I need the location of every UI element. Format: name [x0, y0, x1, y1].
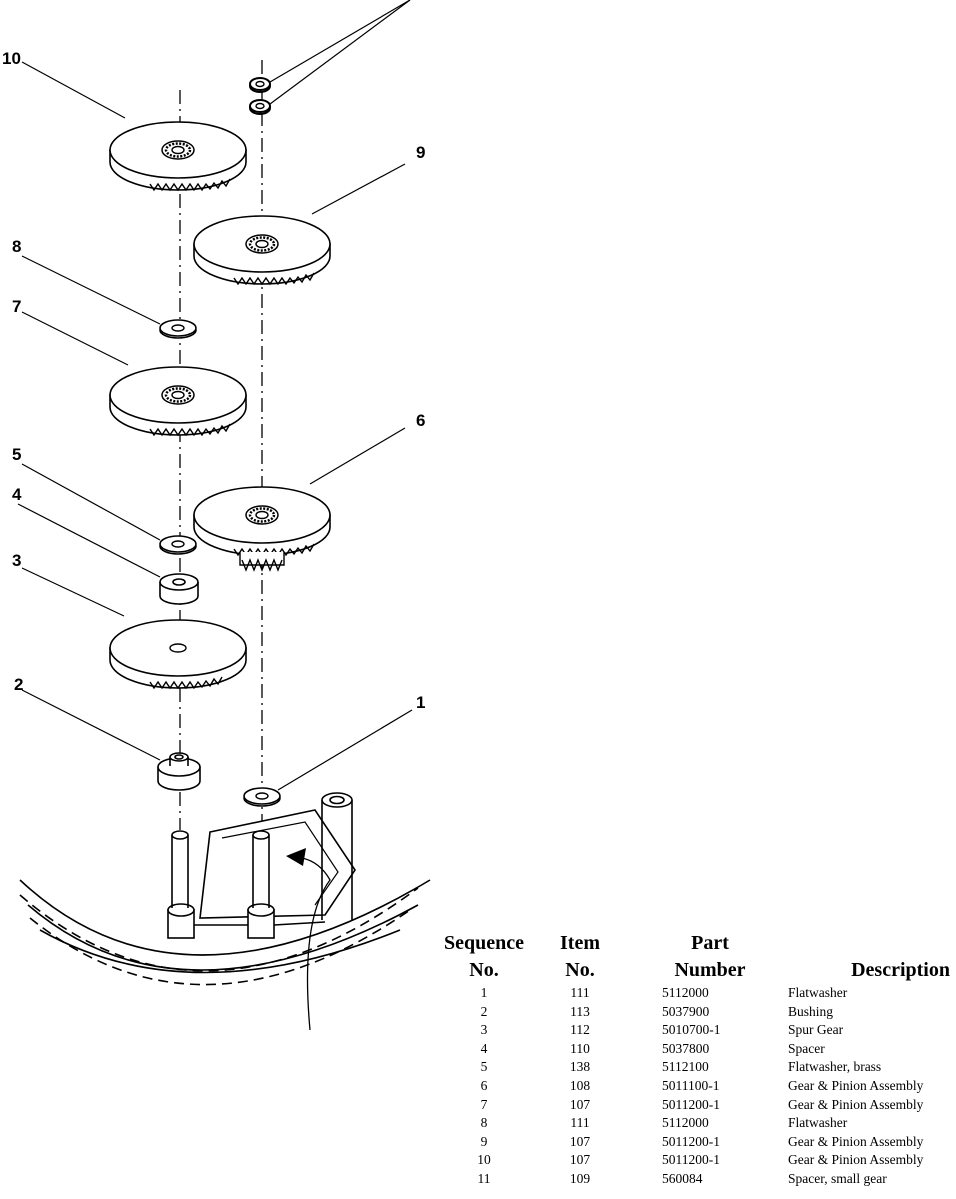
table-row: 6 108 5011100-1 Gear & Pinion Assembly: [444, 1077, 954, 1096]
cell-description: Gear & Pinion Assembly: [788, 1096, 924, 1112]
gear-9: [192, 214, 332, 286]
cell-sequence: 9: [480, 1133, 488, 1149]
cell-part-number: 5010700-1: [662, 1022, 721, 1038]
callout-3: 3: [12, 551, 21, 570]
cell-part-number: 560084: [662, 1170, 703, 1186]
cell-sequence: 10: [477, 1152, 491, 1168]
header-part-number: Number: [674, 959, 746, 981]
cell-description: Flatwasher: [788, 1115, 848, 1131]
cell-sequence: 7: [480, 1096, 488, 1112]
callout-9: 9: [416, 143, 425, 162]
cell-item: 112: [570, 1022, 590, 1038]
cell-sequence: 2: [480, 1003, 488, 1019]
cell-part-number: 5037900: [662, 1003, 710, 1019]
table-row: 3 112 5010700-1 Spur Gear: [444, 1021, 954, 1040]
spacer-11-upper: [249, 77, 271, 93]
cell-sequence: 6: [480, 1077, 488, 1093]
cell-description: Flatwasher: [788, 985, 848, 1000]
cell-sequence: 5: [480, 1059, 488, 1075]
axis-lines: [179, 60, 263, 830]
callout-6: 6: [416, 411, 425, 430]
pinion-6: [239, 552, 285, 572]
spacer-4: [159, 573, 199, 605]
callout-7: 7: [12, 297, 21, 316]
callout-2: 2: [14, 675, 23, 694]
cell-description: Spacer: [788, 1040, 825, 1056]
cell-part-number: 5011200-1: [662, 1152, 720, 1168]
header-description: Description: [851, 959, 950, 981]
table-row: 4 110 5037800 Spacer: [444, 1040, 954, 1059]
callout-4: 4: [12, 485, 22, 504]
spacer-11-lower: [249, 99, 271, 115]
cell-sequence: 1: [480, 985, 488, 1000]
cell-item: 138: [569, 1059, 591, 1075]
flatwasher-5: [159, 535, 197, 555]
cell-item: 109: [569, 1170, 591, 1186]
cell-sequence: 11: [477, 1170, 491, 1186]
header-part: Part: [691, 932, 729, 954]
table-header-row-2: No. No. Number Description: [444, 957, 954, 984]
cell-description: Gear & Pinion Assembly: [788, 1077, 924, 1093]
base-housing: [19, 792, 431, 986]
flatwasher-8: [159, 319, 197, 339]
cell-item: 111: [570, 1115, 590, 1131]
cell-description: Gear & Pinion Assembly: [788, 1152, 924, 1168]
cell-part-number: 5011200-1: [662, 1096, 720, 1112]
cell-part-number: 5112000: [662, 985, 709, 1000]
table-row: 2 113 5037900 Bushing: [444, 1003, 954, 1022]
cell-description: Flatwasher, brass: [788, 1059, 882, 1075]
cell-part-number: 5011100-1: [662, 1077, 720, 1093]
table-row: 8 111 5112000 Flatwasher: [444, 1114, 954, 1133]
cell-item: 107: [569, 1096, 591, 1112]
gear-6: [192, 485, 332, 557]
cell-item: 110: [570, 1040, 590, 1056]
cell-description: Gear & Pinion Assembly: [788, 1133, 924, 1149]
cell-sequence: 4: [480, 1040, 488, 1056]
insertion-arrow: [286, 848, 331, 1031]
header-item-no: No.: [565, 959, 595, 981]
cell-description: Spacer, small gear: [788, 1170, 887, 1186]
cell-part-number: 5112000: [662, 1115, 709, 1131]
table-row: 7 107 5011200-1 Gear & Pinion Assembly: [444, 1096, 954, 1115]
cell-item: 107: [569, 1133, 591, 1149]
cell-item: 107: [569, 1152, 591, 1168]
header-sequence-no: No.: [469, 959, 499, 981]
table-row: 11 109 560084 Spacer, small gear: [444, 1170, 954, 1189]
cell-description: Spur Gear: [788, 1022, 844, 1038]
callout-8: 8: [12, 237, 21, 256]
table-row: 5 138 5112100 Flatwasher, brass: [444, 1058, 954, 1077]
cell-item: 113: [570, 1003, 590, 1019]
spur-gear-3: [109, 619, 247, 690]
header-item: Item: [560, 932, 600, 954]
parts-table: Sequence Item Part No. No. Number Descri…: [444, 930, 954, 1189]
cell-description: Bushing: [788, 1003, 834, 1019]
header-sequence: Sequence: [444, 932, 524, 954]
gear-10: [108, 120, 248, 192]
flatwasher-1: [243, 787, 281, 807]
bushing-2: [157, 752, 201, 791]
cell-item: 108: [569, 1077, 591, 1093]
cell-sequence: 8: [480, 1115, 488, 1131]
header-description-top: [784, 930, 954, 957]
cell-part-number: 5112100: [662, 1059, 709, 1075]
cell-part-number: 5011200-1: [662, 1133, 720, 1149]
callout-1: 1: [416, 693, 425, 712]
table-row: 10 107 5011200-1 Gear & Pinion Assembly: [444, 1151, 954, 1170]
cell-item: 111: [570, 985, 590, 1000]
cell-sequence: 3: [480, 1022, 488, 1038]
leader-lines: [17, 0, 413, 791]
callout-10: 10: [2, 49, 21, 68]
table-header-row-1: Sequence Item Part: [444, 930, 954, 957]
cell-part-number: 5037800: [662, 1040, 710, 1056]
table-row: 9 107 5011200-1 Gear & Pinion Assembly: [444, 1133, 954, 1152]
callout-5: 5: [12, 445, 21, 464]
gear-7: [108, 365, 248, 437]
